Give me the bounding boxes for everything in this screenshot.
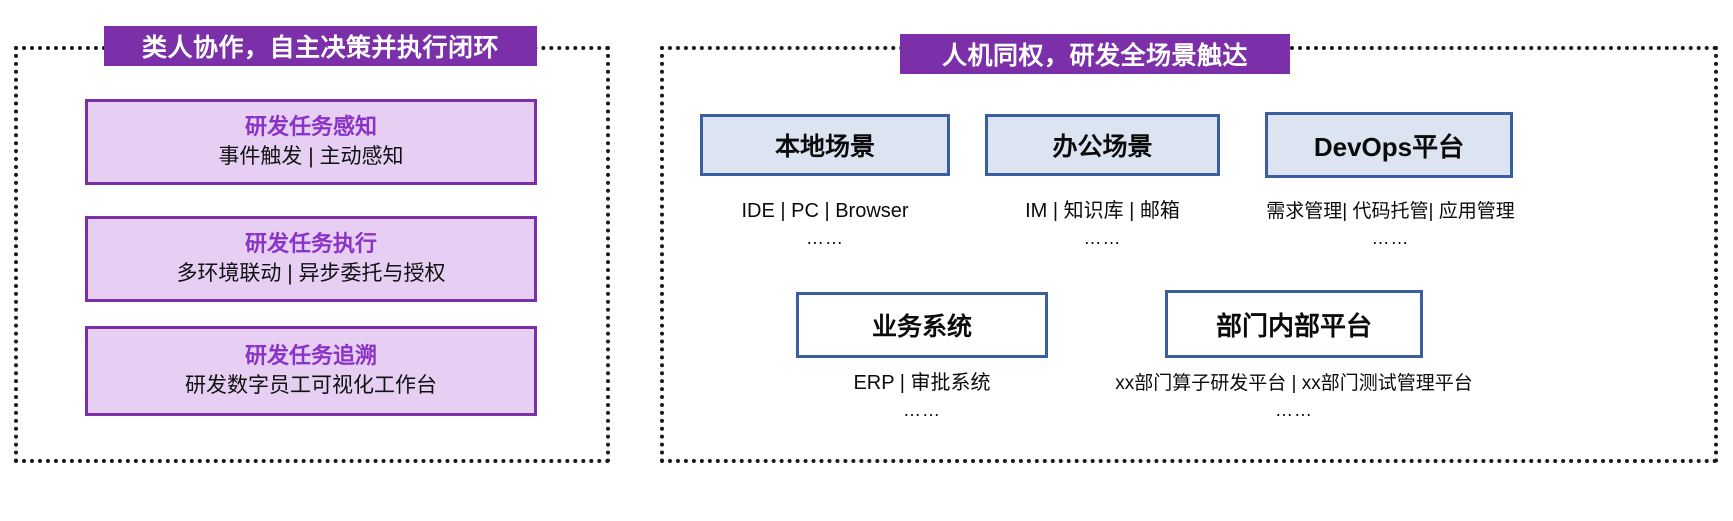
left-card-3-subtitle: 研发数字员工可视化工作台 <box>185 374 437 397</box>
scenario-caption-business-system-text: ERP | 审批系统 <box>853 372 991 394</box>
left-card-1-title: 研发任务感知 <box>244 114 377 139</box>
left-card-2-title: 研发任务执行 <box>244 231 377 256</box>
scenario-caption-local: IDE | PC | Browser …… <box>700 198 950 252</box>
left-card-2-subtitle: 多环境联动 | 异步委托与授权 <box>176 262 446 285</box>
scenario-caption-department-platform: xx部门算子研发平台 | xx部门测试管理平台 …… <box>1088 370 1500 424</box>
scenario-caption-business-system: ERP | 审批系统 …… <box>796 370 1048 424</box>
left-card-3-title: 研发任务追溯 <box>244 343 377 368</box>
scenario-caption-devops-more: …… <box>1371 228 1410 248</box>
scenario-caption-business-system-more: …… <box>903 400 941 420</box>
left-card-3[interactable]: 研发任务追溯 研发数字员工可视化工作台 <box>85 326 537 416</box>
scenario-caption-office-more: …… <box>1083 228 1122 248</box>
scenario-caption-devops-text: 需求管理| 代码托管| 应用管理 <box>1266 201 1515 222</box>
scenario-caption-office-text: IM | 知识库 | 邮箱 <box>1025 200 1180 222</box>
scenario-caption-department-platform-more: …… <box>1275 400 1313 420</box>
scenario-box-office[interactable]: 办公场景 <box>985 114 1220 176</box>
scenario-caption-local-text: IDE | PC | Browser <box>741 200 909 222</box>
scenario-caption-devops: 需求管理| 代码托管| 应用管理 …… <box>1248 198 1533 252</box>
scenario-box-devops[interactable]: DevOps平台 <box>1265 112 1513 178</box>
right-panel-title: 人机同权，研发全场景触达 <box>900 34 1290 74</box>
left-card-1[interactable]: 研发任务感知 事件触发 | 主动感知 <box>85 99 537 185</box>
left-panel-title: 类人协作，自主决策并执行闭环 <box>104 26 537 66</box>
scenario-caption-office: IM | 知识库 | 邮箱 …… <box>975 198 1230 252</box>
scenario-box-local[interactable]: 本地场景 <box>700 114 950 176</box>
scenario-box-department-platform[interactable]: 部门内部平台 <box>1165 290 1423 358</box>
scenario-caption-department-platform-text: xx部门算子研发平台 | xx部门测试管理平台 <box>1115 373 1473 394</box>
left-card-2[interactable]: 研发任务执行 多环境联动 | 异步委托与授权 <box>85 216 537 302</box>
scenario-caption-local-more: …… <box>806 228 844 248</box>
scenario-box-business-system[interactable]: 业务系统 <box>796 292 1048 358</box>
left-card-1-subtitle: 事件触发 | 主动感知 <box>218 145 404 168</box>
